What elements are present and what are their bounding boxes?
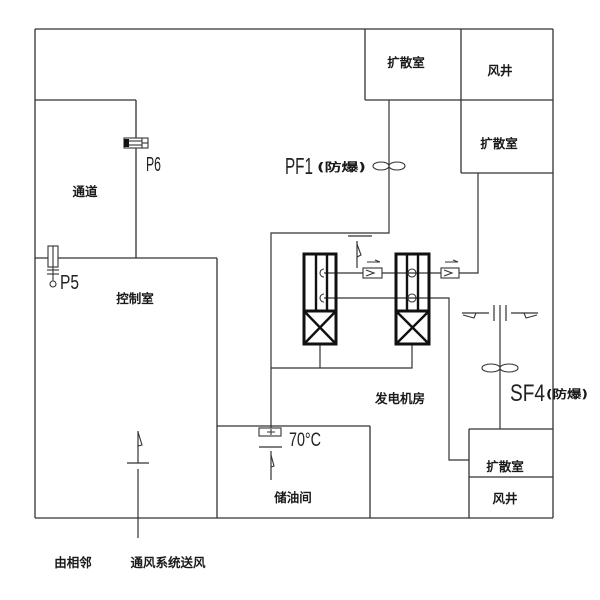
p5-damper xyxy=(47,245,59,288)
supply-outlet-flag-icon xyxy=(137,431,143,447)
generator-base-duct xyxy=(271,345,321,369)
generator-base-duct-2 xyxy=(320,345,413,369)
air-inlet-flag-icon xyxy=(356,243,362,258)
fire-damper-70c xyxy=(258,427,282,480)
sf4-damper-flag-icon xyxy=(462,312,477,319)
p5-damper-handle-icon xyxy=(49,280,57,288)
check-damper-2-body xyxy=(440,267,460,279)
control-room-supply-outlet xyxy=(127,431,149,464)
check-damper-2-arrow-icon xyxy=(443,269,454,277)
air-inlet-flag-generator xyxy=(348,235,372,268)
room-label-diffusion-top: 扩散室 xyxy=(387,55,425,70)
exhaust-duct-lower xyxy=(324,297,469,461)
fan-pf1-tag: PF1 xyxy=(285,153,313,179)
p6-damper-actuator xyxy=(124,139,129,147)
sf4-damper xyxy=(462,305,538,321)
generator-1-outlet-icon xyxy=(319,293,325,303)
fan-sf4 xyxy=(481,363,519,373)
exhaust-duct-upper xyxy=(324,173,479,274)
check-damper-1 xyxy=(362,259,383,279)
room-label-corridor: 通道 xyxy=(72,184,98,199)
room-label-control-room: 控制室 xyxy=(116,291,154,306)
fire-damper-cross-icon xyxy=(267,429,275,435)
damper-p5-tag: P5 xyxy=(60,272,79,294)
fan-sf4-tag: SF4 xyxy=(510,380,545,407)
room-label-diffusion-bottom: 扩散室 xyxy=(486,459,524,474)
room-label-diffusion-right: 扩散室 xyxy=(480,136,518,151)
fan-pf1-note: (防爆) xyxy=(317,160,366,174)
check-damper-2-flow-arrow-icon xyxy=(445,259,459,263)
room-label-oil-storage: 储油间 xyxy=(273,490,312,505)
generator-set-1 xyxy=(302,252,338,346)
generator-1-outlet-icon xyxy=(319,268,325,278)
p6-damper xyxy=(123,137,149,149)
note-supply-system: 通风系统送风 xyxy=(130,555,206,570)
room-label-air-shaft-top: 风井 xyxy=(487,63,513,78)
fire-damper-temp-label: 70°C xyxy=(289,430,321,451)
generator-1-body xyxy=(302,252,338,346)
generator-2-cross xyxy=(395,310,430,345)
check-damper-1-flow-arrow-icon xyxy=(367,259,381,263)
walls xyxy=(34,28,554,519)
fan-sf4-blade-icon xyxy=(499,363,519,373)
fire-damper-flag-icon xyxy=(270,454,275,468)
generator-2-outlet-icon xyxy=(407,268,417,278)
fan-pf1-blade-icon xyxy=(388,161,406,171)
note-supply-source: 由相邻 xyxy=(54,555,92,570)
room-label-air-shaft-bottom: 风井 xyxy=(492,491,518,506)
room-label-generator-room: 发电机房 xyxy=(374,391,425,406)
generator-2-body xyxy=(394,252,431,346)
fan-pf1-blade-icon xyxy=(372,161,390,171)
damper-p6-tag: P6 xyxy=(146,154,161,176)
labels: 扩散室 风井 扩散室 通道 控制室 发电机房 储油间 扩散室 风井 PF1 (防… xyxy=(54,55,588,570)
fan-pf1 xyxy=(372,161,406,171)
generator-1-cross xyxy=(303,310,337,345)
fan-sf4-note: (防爆) xyxy=(546,387,588,401)
exhaust-duct-pf1 xyxy=(270,100,390,428)
check-damper-2 xyxy=(440,259,460,279)
check-damper-1-arrow-icon xyxy=(365,269,376,277)
sf4-damper-flag-icon xyxy=(523,312,538,319)
fan-sf4-blade-icon xyxy=(481,363,501,373)
generator-set-2 xyxy=(394,252,431,346)
generator-2-outlet-icon xyxy=(407,293,417,303)
